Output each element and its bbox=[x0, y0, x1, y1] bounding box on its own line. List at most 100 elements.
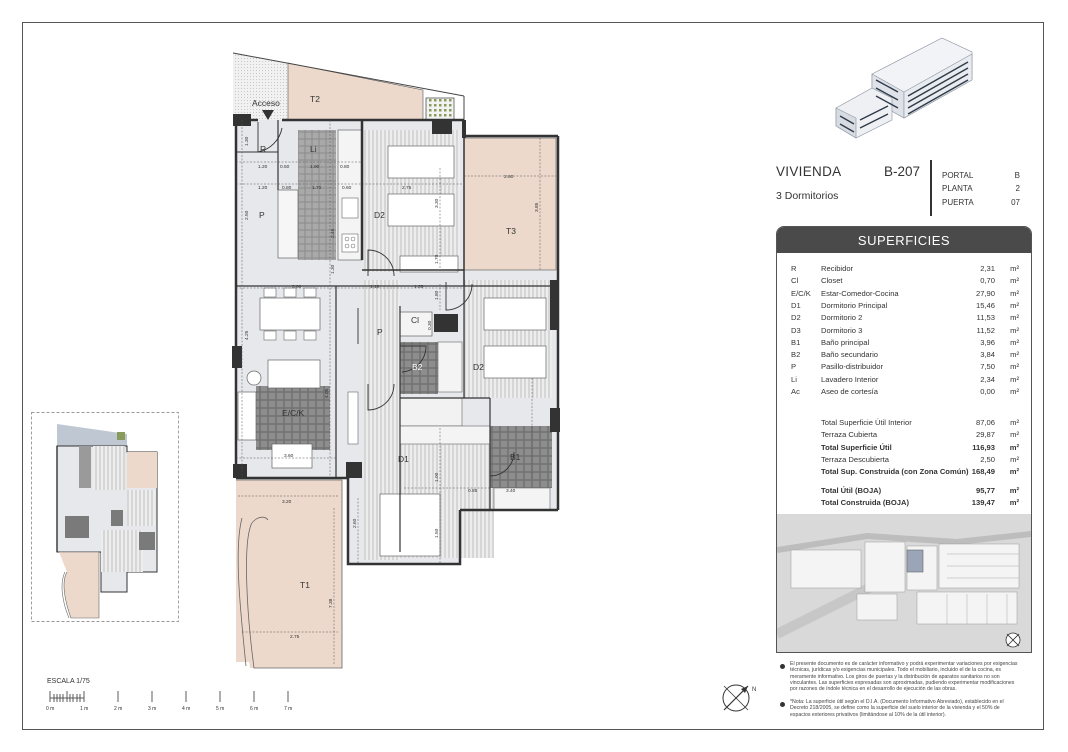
boja-note: *Nota: La superficie útil según el D.I.A… bbox=[790, 699, 1004, 718]
scale-title: ESCALA 1/75 bbox=[47, 678, 90, 685]
plan-label-b2: B2 bbox=[412, 362, 423, 372]
superficie-value: 0,70 bbox=[980, 276, 995, 286]
superficie-unit: m² bbox=[1009, 498, 1019, 508]
superficie-row: Total Sup. Construida (con Zona Común)16… bbox=[791, 466, 1021, 477]
floor-plan: Acceso T2 T3 T1 R Li P D2 P Cl B2 D2 E/C… bbox=[232, 52, 560, 669]
planter bbox=[425, 97, 455, 121]
superficie-name: Total Superficie Útil Interior bbox=[821, 418, 912, 427]
superficie-code: R bbox=[791, 264, 797, 273]
superficie-value: 168,49 bbox=[971, 467, 995, 477]
superficie-value: 116,93 bbox=[972, 442, 995, 452]
plan-label-d2b: D2 bbox=[473, 362, 484, 372]
dim-label: 1.20 bbox=[258, 185, 268, 191]
plan-label-li: Li bbox=[310, 144, 317, 154]
dim-label: 3.60 bbox=[284, 453, 294, 459]
scale-mark: 1 m bbox=[80, 706, 89, 712]
plan-label-t3: T3 bbox=[506, 226, 516, 236]
superficie-unit: m² bbox=[1010, 454, 1019, 464]
note-bullet bbox=[780, 702, 785, 707]
superficie-row: B1 Baño principal 3,96 m² bbox=[791, 337, 1021, 348]
superficie-name: Dormitorio 3 bbox=[821, 325, 863, 335]
building-render bbox=[835, 37, 973, 139]
superficie-value: 11,53 bbox=[976, 313, 995, 323]
scale-bar bbox=[49, 691, 289, 702]
dim-label: 0.80 bbox=[282, 185, 292, 191]
superficie-code: D1 bbox=[791, 300, 801, 310]
superficie-name: Total Sup. Construida (con Zona Común) bbox=[821, 467, 969, 477]
plan-label-r: R bbox=[260, 144, 266, 154]
superficie-value: 29,87 bbox=[975, 430, 995, 440]
superficie-value: 2,31 bbox=[980, 264, 995, 273]
dim-label: 2.60 bbox=[504, 174, 514, 180]
superficie-name: Closet bbox=[821, 276, 843, 286]
dim-label: 0.85 bbox=[468, 488, 478, 494]
meta-label: PUERTA bbox=[942, 198, 974, 207]
compass-icon: N bbox=[722, 684, 756, 712]
meta-value: 07 bbox=[1011, 198, 1020, 207]
superficie-value: 3,96 bbox=[980, 337, 995, 347]
dim-label: 1.10 bbox=[370, 284, 380, 290]
superficie-value: 3,84 bbox=[980, 350, 995, 360]
dim-label: 2.75 bbox=[290, 634, 300, 640]
superficie-name: Lavadero Interior bbox=[821, 374, 879, 384]
superficie-unit: m² bbox=[1010, 300, 1019, 310]
superficie-unit: m² bbox=[1010, 337, 1019, 347]
dim-label: 4.25 bbox=[244, 330, 250, 340]
meta-value: B bbox=[1014, 171, 1020, 180]
superficie-name: Dormitorio Principal bbox=[821, 300, 888, 310]
superficie-name: Baño principal bbox=[821, 337, 870, 347]
dim-label: 4.05 bbox=[324, 388, 330, 398]
superficie-unit: m² bbox=[1010, 350, 1019, 360]
vivienda-code: B-207 bbox=[884, 164, 921, 179]
dim-label: 0.60 bbox=[342, 185, 352, 191]
superficie-value: 87,06 bbox=[975, 418, 995, 427]
dim-label: 0.80 bbox=[340, 164, 350, 170]
dim-label: 1.90 bbox=[310, 164, 320, 170]
superficie-code: D2 bbox=[791, 313, 801, 323]
scale-mark: 3 m bbox=[148, 706, 157, 712]
dim-label: 0.50 bbox=[280, 164, 290, 170]
exterior-area bbox=[233, 53, 288, 120]
superficie-unit: m² bbox=[1010, 325, 1019, 335]
dim-label: 0.30 bbox=[427, 320, 433, 330]
unit-highlight bbox=[906, 549, 924, 573]
disclaimer-note: El presente documento es de carácter inf… bbox=[790, 661, 1018, 693]
superficie-name: Terraza Descubierta bbox=[821, 454, 889, 464]
dim-label: 1.35 bbox=[414, 284, 424, 290]
superficie-value: 0,00 bbox=[980, 387, 995, 396]
superficie-unit: m² bbox=[1010, 418, 1019, 427]
superficie-value: 139,47 bbox=[971, 498, 995, 508]
plan-label-d2a: D2 bbox=[374, 210, 385, 220]
superficie-unit: m² bbox=[1009, 486, 1019, 495]
superficie-value: 2,34 bbox=[980, 374, 995, 384]
dim-label: 1.30 bbox=[244, 136, 250, 146]
dim-label: 1.70 bbox=[312, 185, 322, 191]
superficie-name: Baño secundario bbox=[821, 350, 878, 360]
superficie-value: 7,50 bbox=[980, 362, 995, 372]
scale-mark: 5 m bbox=[216, 706, 225, 712]
superficie-name: Total Superficie Útil bbox=[821, 442, 892, 452]
superficie-value: 15,46 bbox=[975, 300, 995, 310]
superficie-name: Estar-Comedor-Cocina bbox=[821, 288, 899, 298]
dim-label: 1.50 bbox=[434, 528, 440, 538]
superficie-row: D1 Dormitorio Principal 15,46 m² bbox=[791, 300, 1021, 311]
dim-label: 1.00 bbox=[434, 472, 440, 482]
superficie-unit: m² bbox=[1010, 362, 1019, 372]
dim-label: 3.60 bbox=[292, 284, 302, 290]
plan-label-acceso: Acceso bbox=[252, 98, 280, 108]
superficie-code: Cl bbox=[791, 276, 799, 286]
superficie-row: Total Superficie Útil Interior 87,06 m² bbox=[791, 417, 1021, 428]
superficie-code: B1 bbox=[791, 337, 801, 347]
dim-label: 3.85 bbox=[534, 202, 540, 212]
bathroom-b2-floor bbox=[400, 342, 438, 394]
